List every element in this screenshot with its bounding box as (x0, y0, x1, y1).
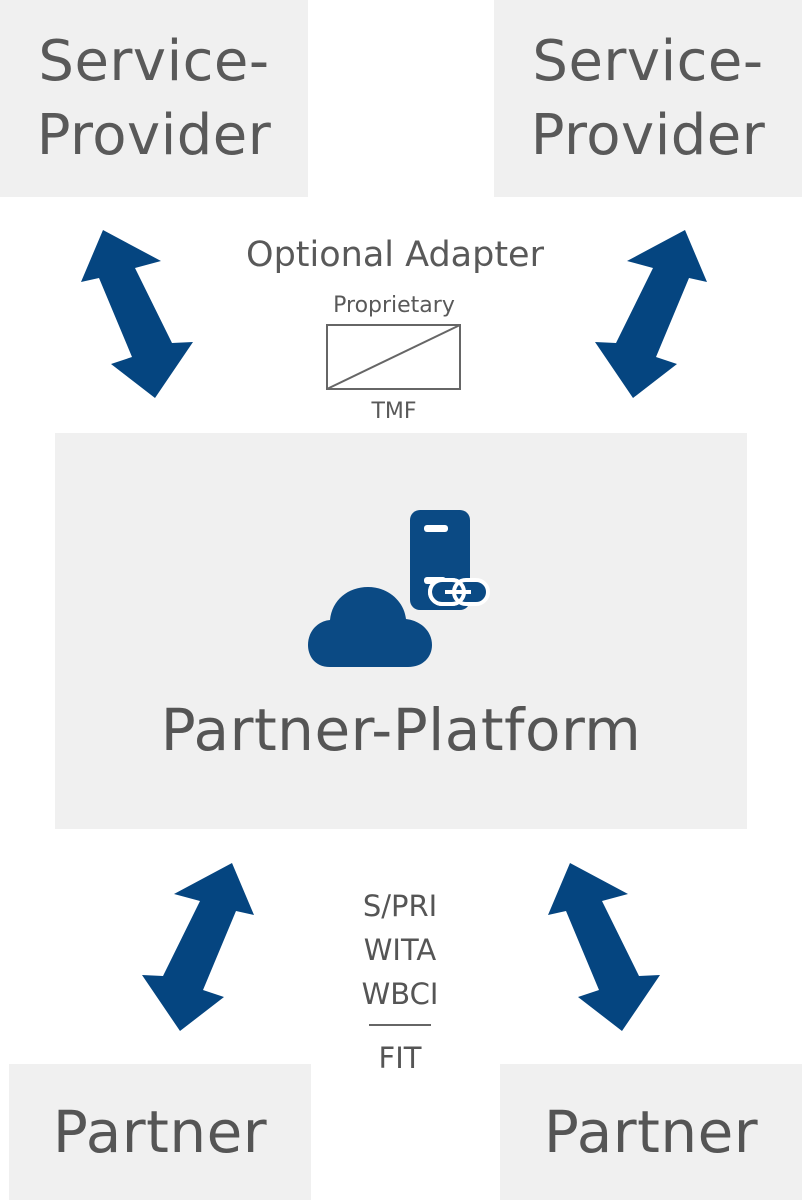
protocol-item: WBCI (361, 977, 439, 1011)
partner-box-left: Partner (9, 1064, 311, 1200)
service-provider-label: Service- Provider (36, 28, 272, 168)
service-provider-box-right: Service- Provider (494, 0, 802, 197)
partner-box-right: Partner (500, 1064, 802, 1200)
protocol-item-separated: FIT (378, 1041, 422, 1075)
partner-platform-label: Partner-Platform (160, 696, 642, 764)
adapter-bottom-label: TMF (371, 399, 417, 424)
service-provider-label: Service- Provider (530, 28, 766, 168)
partner-label: Partner (543, 1098, 759, 1166)
adapter-title: Optional Adapter (246, 235, 544, 275)
bidirectional-arrow-icon (81, 230, 193, 398)
bidirectional-arrow-icon (142, 863, 254, 1031)
protocol-list: S/PRI WITA WBCI FIT (300, 884, 500, 1080)
bidirectional-arrow-icon (595, 230, 707, 398)
partner-label: Partner (52, 1098, 268, 1166)
protocol-item: WITA (363, 933, 437, 967)
adapter-converter-icon (326, 324, 461, 390)
server-link-icon (410, 510, 490, 610)
bidirectional-arrow-icon (548, 863, 660, 1031)
protocol-item: S/PRI (362, 889, 438, 923)
protocol-divider (369, 1024, 431, 1026)
cloud-icon (308, 587, 432, 667)
platform-icons (300, 505, 500, 679)
service-provider-box-left: Service- Provider (0, 0, 308, 197)
adapter-top-label: Proprietary (333, 293, 455, 318)
